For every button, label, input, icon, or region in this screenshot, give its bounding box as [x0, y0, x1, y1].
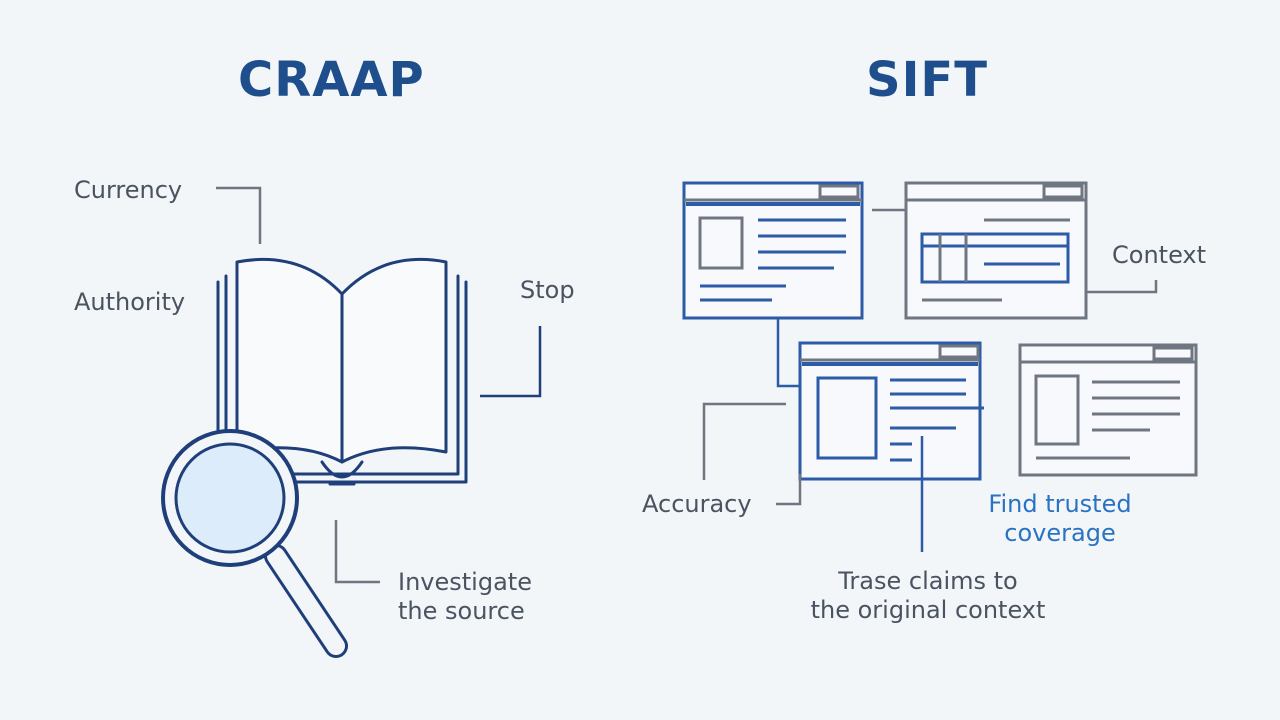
accuracy-label: Accuracy	[642, 490, 752, 518]
open-book-icon	[216, 257, 468, 486]
context-label: Context	[1112, 241, 1207, 269]
sift-title: SIFT	[866, 52, 988, 108]
browser-window-icon	[1018, 343, 1198, 477]
investigate-label-line2: the source	[398, 597, 525, 625]
trace-claims-label-line2: the original context	[810, 596, 1046, 624]
stop-label: Stop	[520, 276, 575, 304]
currency-label: Currency	[74, 176, 183, 204]
sift-connectors	[702, 208, 1158, 552]
craap-title: CRAAP	[238, 52, 425, 108]
trace-claims-label-line1: Trase claims to	[838, 567, 1018, 595]
currency-connector	[216, 186, 262, 244]
stop-connector	[480, 326, 542, 398]
browser-window-icon	[682, 181, 864, 320]
craap-connectors	[216, 186, 542, 584]
context-connector	[1086, 280, 1158, 294]
browser-window-icon	[798, 341, 984, 481]
magnifying-glass-icon	[161, 429, 348, 658]
find-trusted-label-line2: coverage	[1004, 519, 1116, 547]
accuracy-bracket	[702, 402, 786, 480]
window-chain-connector	[776, 318, 800, 388]
find-trusted-label-line1: Find trusted	[988, 490, 1132, 518]
investigate-connector	[334, 520, 380, 584]
investigate-label-line1: Investigate	[398, 568, 532, 596]
browser-window-icon	[904, 181, 1088, 320]
authority-label: Authority	[74, 288, 186, 316]
accuracy-connector	[776, 474, 802, 506]
